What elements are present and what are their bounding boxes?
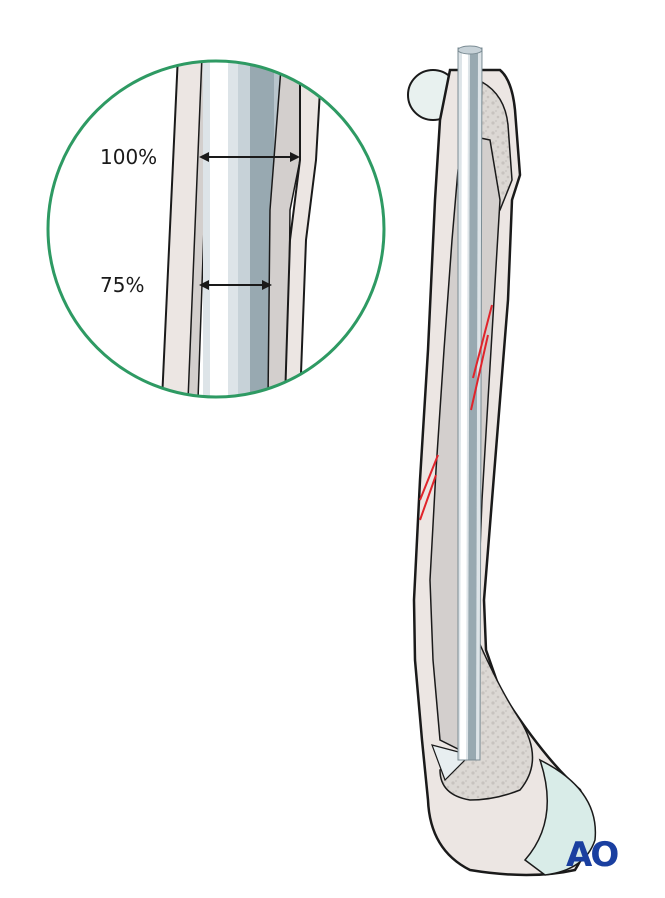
label-100-percent: 100% (100, 145, 157, 169)
ao-logo: AO (566, 835, 618, 875)
intramedullary-nail (457, 45, 483, 761)
fracture-lines (419, 304, 493, 521)
measurement-arrow-100 (199, 152, 300, 162)
label-75-percent: 75% (100, 273, 144, 297)
inset-border (46, 59, 386, 399)
condyle-cartilage (523, 758, 597, 876)
femur-illustration (407, 45, 597, 877)
magnified-inset: 100% 75% (46, 59, 386, 399)
measurement-arrow-75 (199, 280, 272, 290)
